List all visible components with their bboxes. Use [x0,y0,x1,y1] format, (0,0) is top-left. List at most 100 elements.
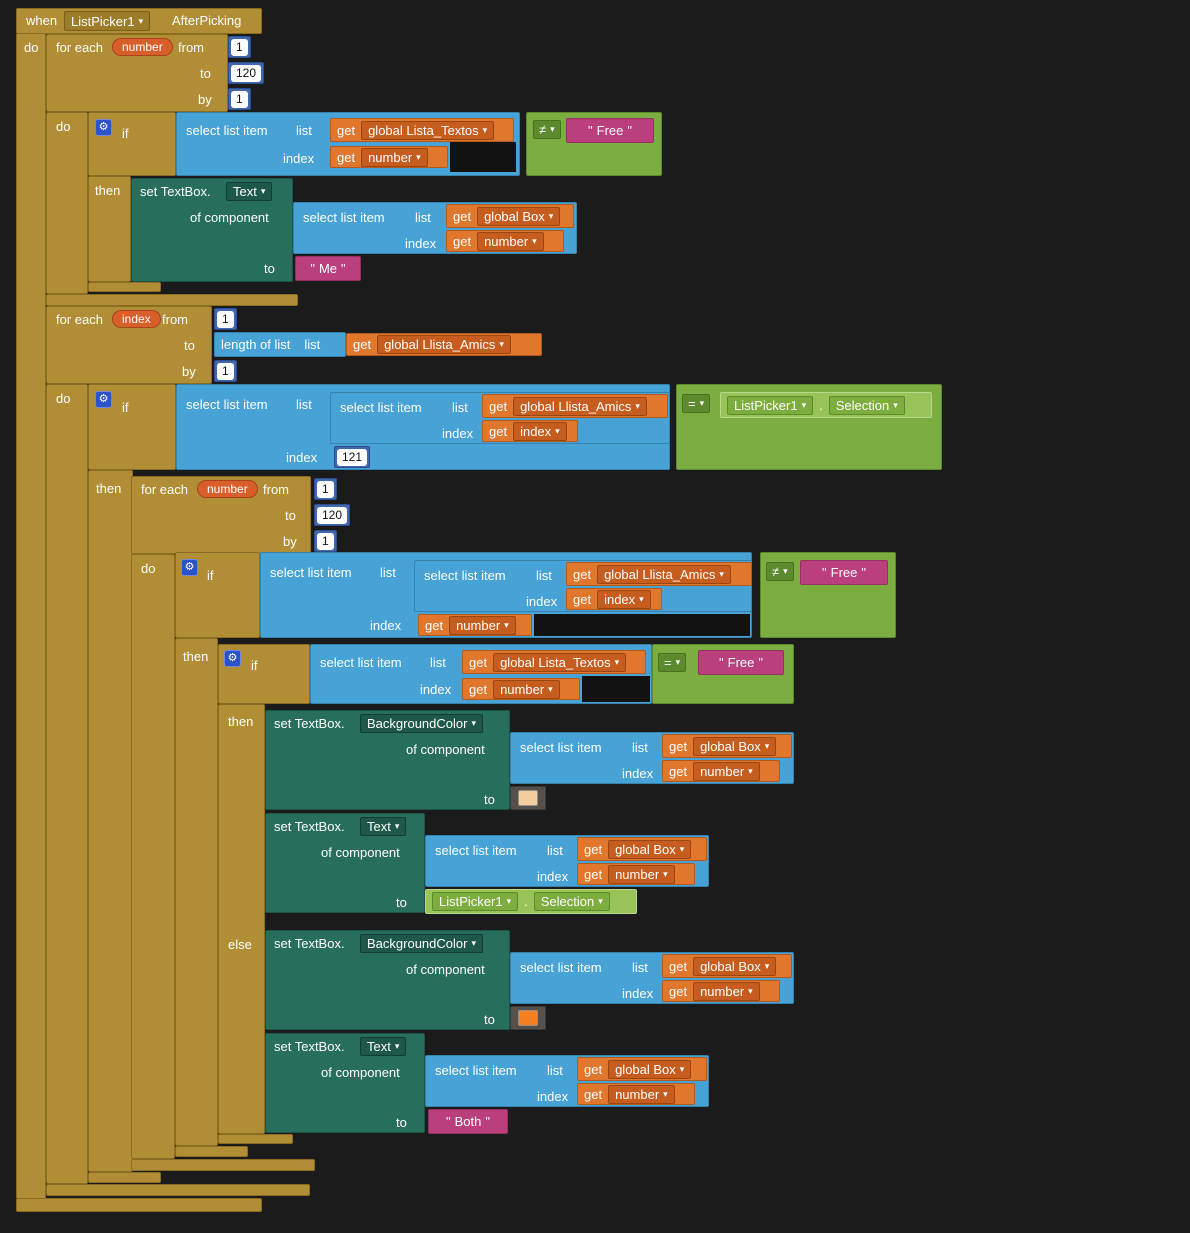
operator-dropdown[interactable]: ≠▾ [533,120,561,139]
string-value[interactable]: Free [830,565,858,580]
component-dropdown[interactable]: ListPicker1▾ [432,892,519,911]
number-block[interactable]: 1 [228,88,251,110]
foreach-1-do-spine[interactable] [46,112,88,294]
length-of-list-block[interactable]: length of list list [214,332,346,357]
if-1-bottom-bar[interactable] [88,282,161,292]
number-block[interactable]: 1 [214,360,237,382]
number-field[interactable]: 1 [217,310,234,328]
variable-dropdown[interactable]: global Llista_Amics▾ [377,335,511,354]
color-block[interactable] [510,786,546,810]
number-block[interactable]: 120 [314,504,351,526]
number-field[interactable]: 1 [317,532,334,550]
loop-variable-pill[interactable]: index [112,310,161,328]
variable-dropdown[interactable]: number▾ [608,864,675,884]
if-3-bottom-bar[interactable] [175,1146,248,1157]
foreach-index-block[interactable] [46,306,212,384]
get-block[interactable]: get global Llista_Amics▾ [566,562,752,586]
text-string-block[interactable]: "Both" [428,1109,508,1134]
mutator-gear-icon[interactable]: ⚙ [95,119,112,136]
mutator-gear-icon[interactable]: ⚙ [224,650,241,667]
variable-dropdown[interactable]: global Lista_Textos▾ [361,120,495,140]
color-swatch[interactable] [518,1010,538,1026]
component-getter-block[interactable]: ListPicker1▾ . Selection▾ [720,392,932,418]
number-block[interactable]: 121 [334,446,371,468]
variable-dropdown[interactable]: global Box▾ [608,839,692,859]
variable-dropdown[interactable]: global Lista_Textos▾ [493,652,627,672]
number-block[interactable]: 1 [228,36,251,58]
number-field[interactable]: 120 [231,64,262,82]
variable-dropdown[interactable]: number▾ [477,231,544,251]
variable-dropdown[interactable]: global Box▾ [477,206,561,226]
get-block[interactable]: get global Box▾ [662,734,792,758]
event-left-spine[interactable] [16,33,46,1199]
foreach-2-bottom-bar[interactable] [131,1159,315,1171]
variable-dropdown[interactable]: number▾ [449,615,516,635]
property-dropdown[interactable]: Selection▾ [533,892,610,911]
property-dropdown[interactable]: Text▾ [360,817,407,836]
get-block[interactable]: get global Lista_Textos▾ [330,118,514,142]
number-field[interactable]: 1 [317,480,334,498]
variable-dropdown[interactable]: index▾ [597,589,651,609]
get-block[interactable]: get number▾ [462,678,580,700]
mutator-gear-icon[interactable]: ⚙ [181,559,198,576]
get-block[interactable]: get global Llista_Amics▾ [482,394,668,418]
component-getter-block[interactable]: ListPicker1▾ . Selection▾ [425,889,637,914]
set-textbox-text-block[interactable] [265,813,425,913]
number-field[interactable]: 121 [337,448,368,466]
get-block[interactable]: get global Llista_Amics▾ [346,333,542,356]
get-block[interactable]: get number▾ [330,146,448,168]
if-4-spine[interactable] [218,704,265,1134]
get-block[interactable]: get number▾ [446,230,564,252]
number-field[interactable]: 120 [317,506,348,524]
loop-variable-pill[interactable]: number [112,38,173,56]
text-string-block[interactable]: "Me" [295,256,361,281]
foreach-index-bottom-bar[interactable] [46,1184,310,1196]
if-4-bottom-bar[interactable] [218,1134,293,1144]
string-value[interactable]: Both [454,1114,482,1129]
operator-dropdown[interactable]: =▾ [682,394,711,413]
property-dropdown[interactable]: BackgroundColor▾ [360,714,483,733]
number-block[interactable]: 1 [314,478,337,500]
number-field[interactable]: 1 [231,90,248,108]
number-block[interactable]: 1 [314,530,337,552]
operator-dropdown[interactable]: ≠▾ [766,562,794,581]
get-block[interactable]: get global Box▾ [577,1057,707,1081]
text-string-block[interactable]: "Free" [698,650,784,675]
string-value[interactable]: Free [596,123,624,138]
string-value[interactable]: Me [318,261,338,276]
variable-dropdown[interactable]: index▾ [513,421,567,441]
get-block[interactable]: get global Lista_Textos▾ [462,650,646,674]
property-dropdown[interactable]: Text▾ [226,182,273,201]
text-string-block[interactable]: "Free" [566,118,654,143]
foreach-index-do-spine[interactable] [46,384,88,1184]
if-2-then-spine[interactable] [88,470,133,1172]
get-block[interactable]: get number▾ [577,1083,695,1105]
operator-dropdown[interactable]: =▾ [658,653,687,672]
property-dropdown[interactable]: Text▾ [360,1037,407,1056]
variable-dropdown[interactable]: number▾ [693,761,760,781]
variable-dropdown[interactable]: global Box▾ [693,956,777,976]
property-dropdown[interactable]: Selection▾ [828,395,905,415]
variable-dropdown[interactable]: number▾ [361,147,428,167]
get-block[interactable]: get number▾ [418,614,532,636]
mutator-gear-icon[interactable]: ⚙ [95,391,112,408]
color-block[interactable] [510,1006,546,1030]
get-block[interactable]: get index▾ [482,420,578,442]
variable-dropdown[interactable]: global Box▾ [693,736,777,756]
get-block[interactable]: get global Box▾ [577,837,707,861]
color-swatch[interactable] [518,790,538,806]
get-block[interactable]: get number▾ [577,863,695,885]
get-block[interactable]: get global Box▾ [662,954,792,978]
get-block[interactable]: get global Box▾ [446,204,574,228]
property-dropdown[interactable]: BackgroundColor▾ [360,934,483,953]
variable-dropdown[interactable]: number▾ [693,981,760,1001]
number-field[interactable]: 1 [217,362,234,380]
get-block[interactable]: get number▾ [662,980,780,1002]
get-block[interactable]: get index▾ [566,588,662,610]
foreach-2-do-spine[interactable] [131,554,175,1159]
string-value[interactable]: Free [727,655,755,670]
event-component-dropdown[interactable]: ListPicker1 ▾ [64,11,151,31]
get-block[interactable]: get number▾ [662,760,780,782]
variable-dropdown[interactable]: number▾ [493,679,560,699]
